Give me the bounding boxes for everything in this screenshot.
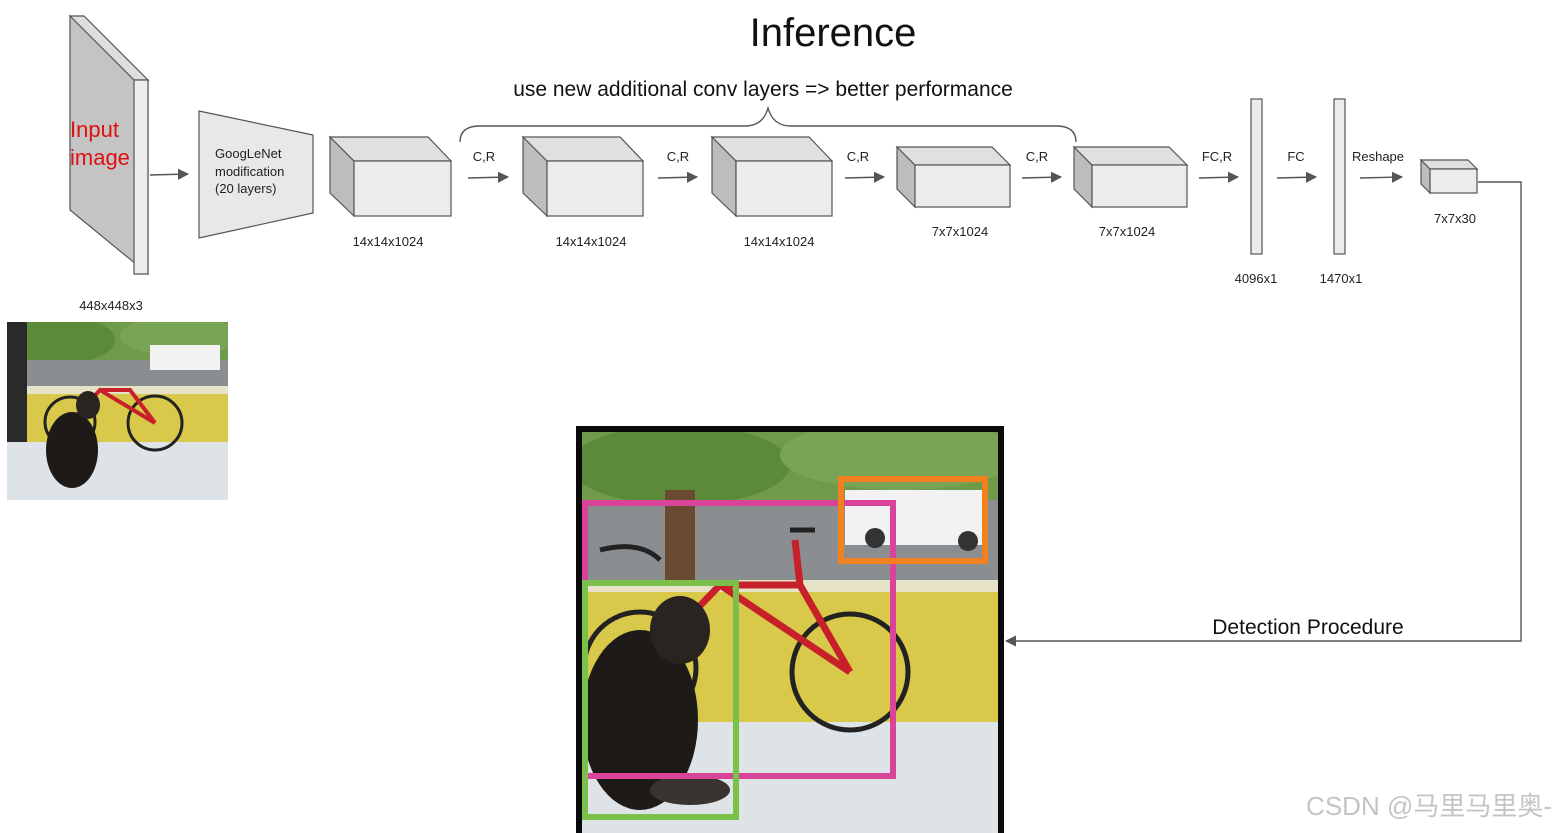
feature-box-5 (1072, 145, 1189, 209)
fc2-op: FC (1287, 149, 1304, 164)
arrow-fc1-to-fc2 (1276, 171, 1318, 183)
feature-box-1 (328, 135, 453, 218)
input-text-line1: Input (70, 117, 119, 142)
stage2-size: 14x14x1024 (556, 234, 627, 249)
fc2-vector (1333, 98, 1346, 255)
input-text-line2: image (70, 145, 130, 170)
output-size: 7x7x30 (1434, 211, 1476, 226)
stage2-op: C,R (473, 149, 495, 164)
fc1-op: FC,R (1202, 149, 1232, 164)
arrow-stage5-to-fc1 (1198, 171, 1240, 183)
stage5-size: 7x7x1024 (1099, 224, 1155, 239)
detection-connector (1004, 181, 1522, 647)
input-image-plate: Input image (68, 14, 150, 276)
detection-photo (576, 426, 1004, 833)
arrow-stage3-to-4 (844, 171, 886, 183)
reshape-op: Reshape (1352, 149, 1404, 164)
input-size-label: 448x448x3 (79, 298, 143, 313)
stage4-op: C,R (847, 149, 869, 164)
detection-label: Detection Procedure (1212, 616, 1403, 639)
stage3-op: C,R (667, 149, 689, 164)
arrow-stage1-to-2 (467, 171, 510, 183)
feature-box-3 (710, 135, 834, 218)
arrow-stage2-to-3 (657, 171, 699, 183)
arrow-stage4-to-5 (1021, 171, 1063, 183)
fc1-size: 4096x1 (1235, 271, 1278, 286)
stage3-size: 14x14x1024 (744, 234, 815, 249)
googlenet-line2: modification (215, 164, 284, 179)
stage5-op: C,R (1026, 149, 1048, 164)
watermark: CSDN @马里马里奥- (1306, 791, 1552, 821)
feature-box-4 (895, 145, 1012, 209)
stage1-size: 14x14x1024 (353, 234, 424, 249)
diagram-title: Inference (750, 11, 917, 55)
googlenet-line1: GoogLeNet (215, 146, 282, 161)
output-tensor-box (1419, 158, 1479, 195)
fc1-vector (1250, 98, 1263, 255)
curly-brace (459, 105, 1077, 143)
googlenet-block (198, 110, 314, 239)
googlenet-line3: (20 layers) (215, 181, 276, 196)
feature-box-2 (521, 135, 645, 218)
arrow-input-to-googlenet (149, 168, 190, 180)
brace-caption: use new additional conv layers => better… (513, 78, 1013, 101)
input-photo (7, 322, 228, 500)
bbox-car (838, 476, 988, 564)
stage4-size: 7x7x1024 (932, 224, 988, 239)
bbox-dog (582, 580, 739, 820)
arrow-fc2-to-output (1359, 171, 1404, 183)
fc2-size: 1470x1 (1320, 271, 1363, 286)
